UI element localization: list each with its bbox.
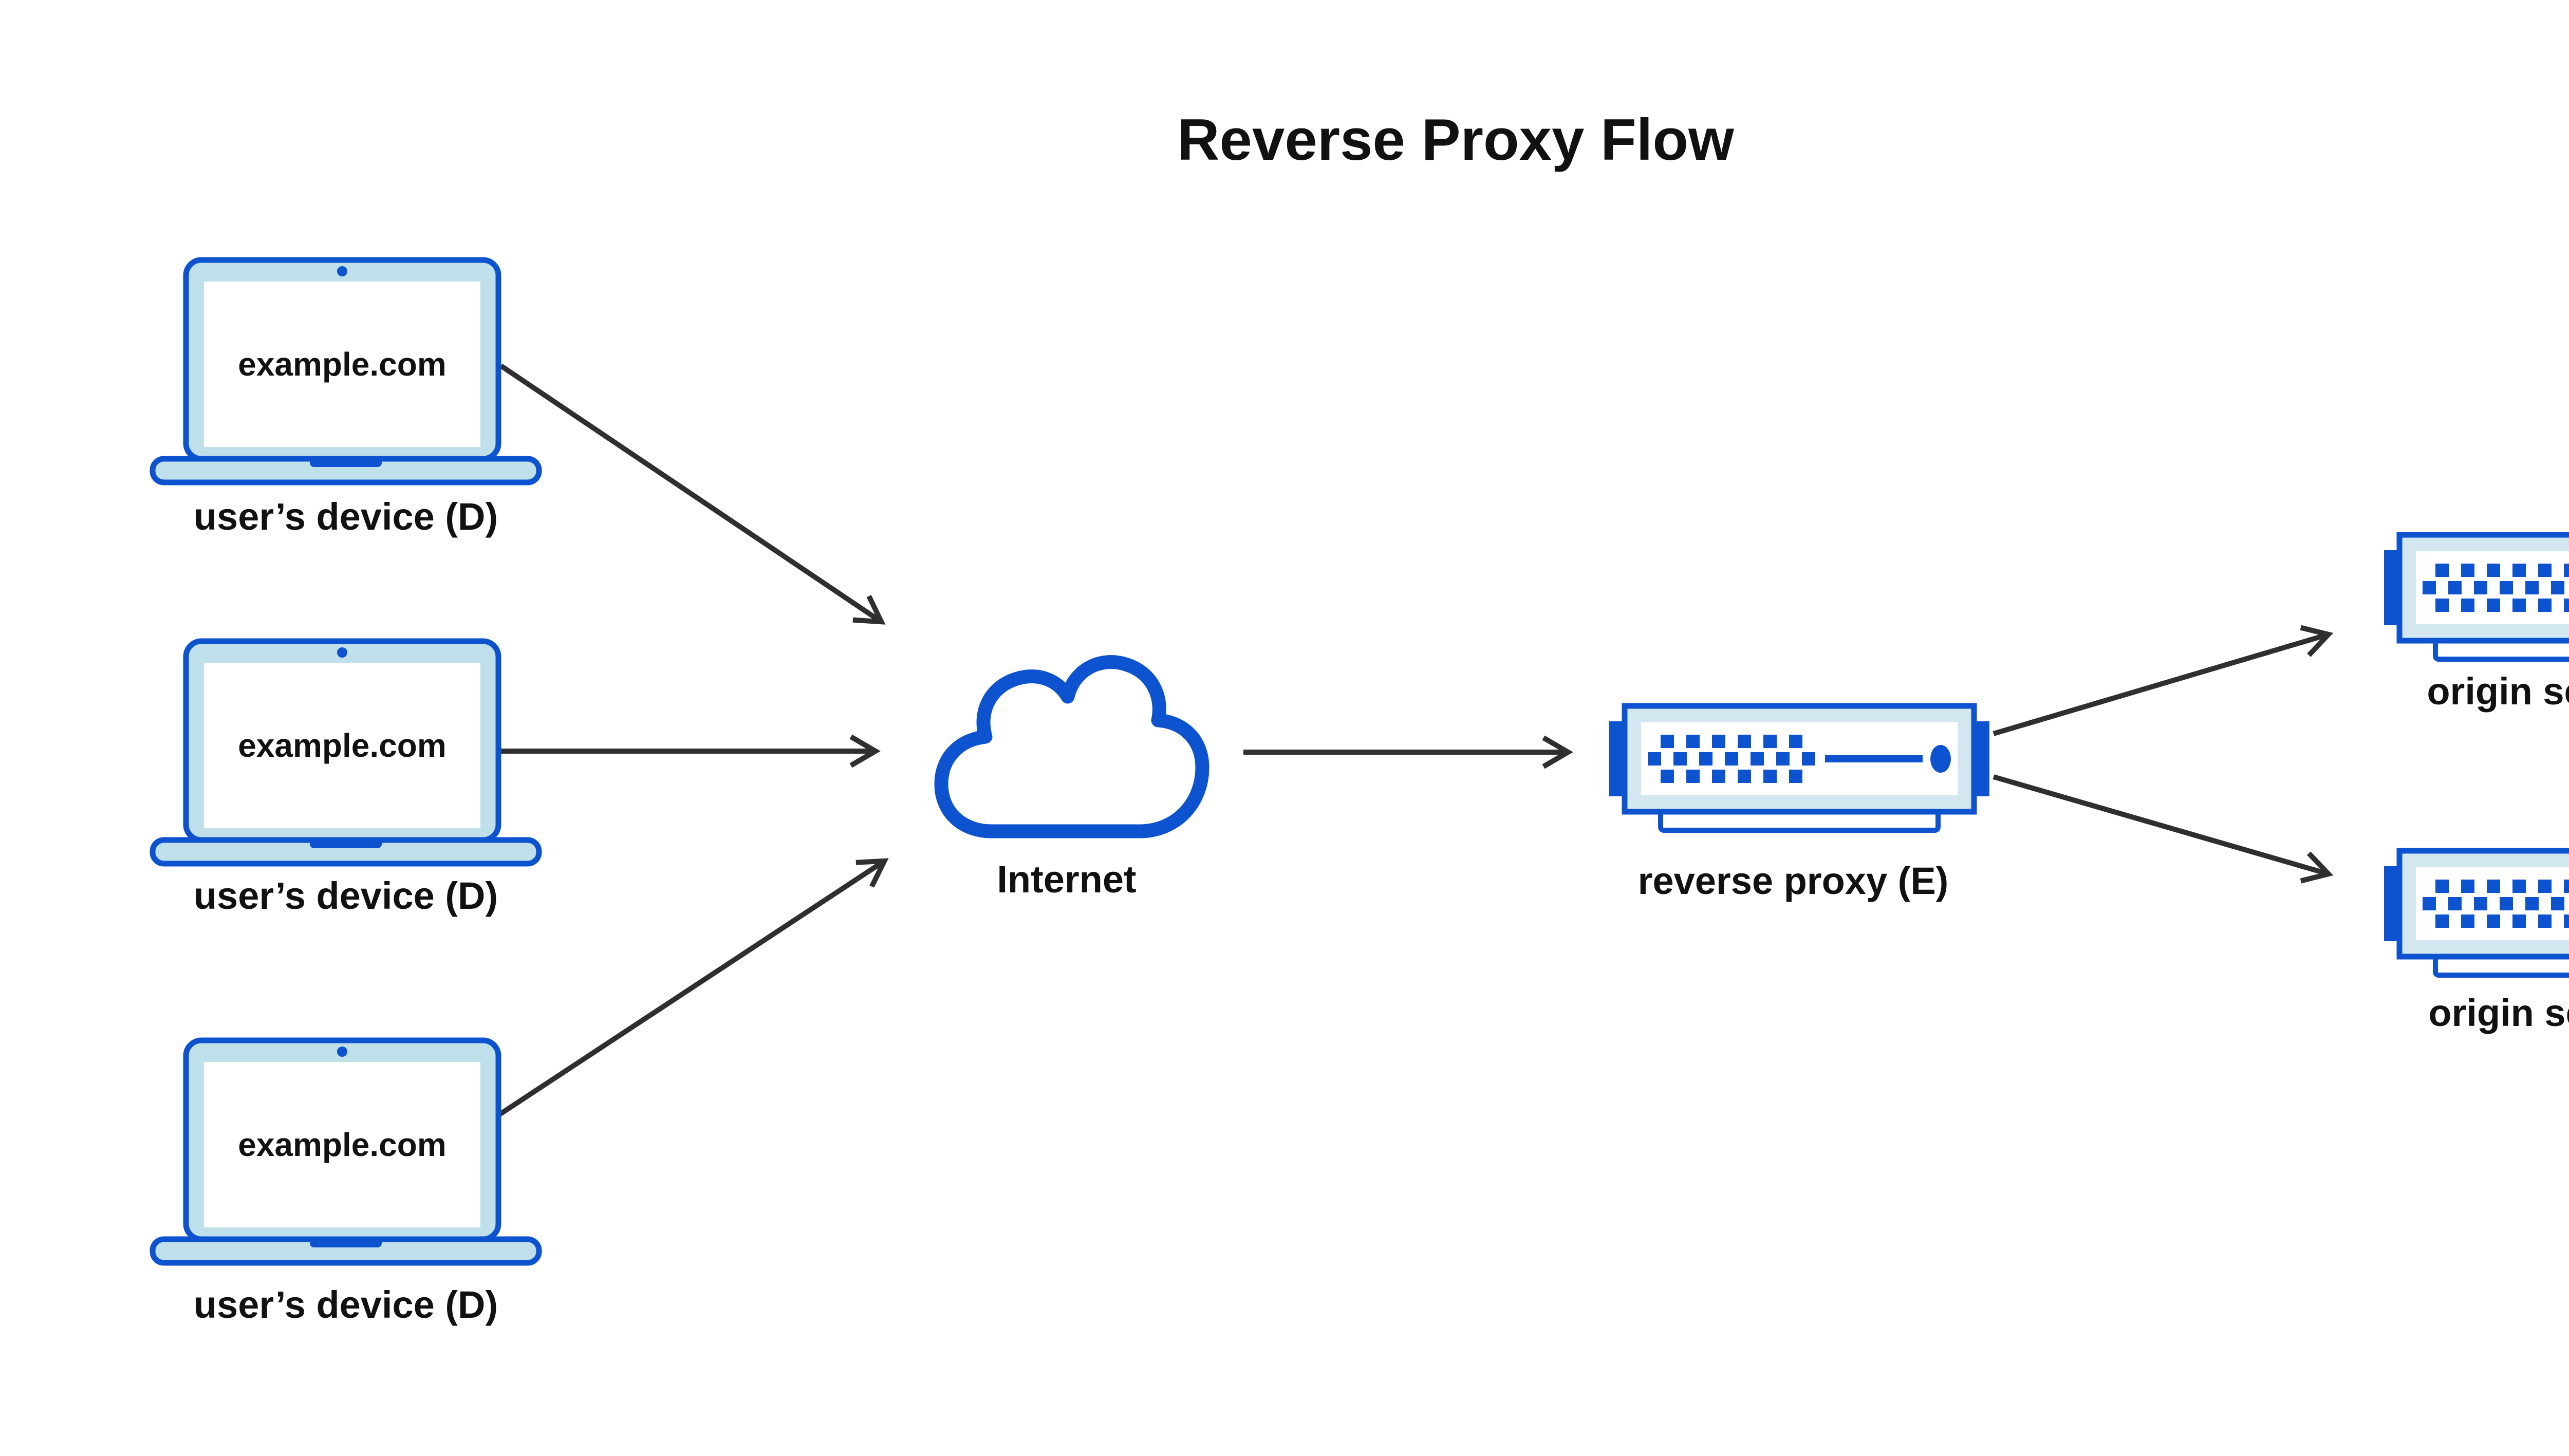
arrow-device1-to-internet (499, 363, 886, 625)
device-label: user’s device (D) (194, 1283, 498, 1326)
node-user-device-1: example.com user’s device (D) (153, 260, 539, 538)
arrow-device3-to-internet (496, 858, 889, 1118)
reverse-proxy-label: reverse proxy (E) (1638, 860, 1949, 902)
diagram-title: Reverse Proxy Flow (1177, 107, 1734, 173)
node-reverse-proxy: reverse proxy (E) (1609, 706, 1989, 902)
node-origin-server-1: origin server (F) (2384, 535, 2569, 713)
server-icon (1609, 706, 1989, 830)
device-label: user’s device (D) (194, 495, 498, 538)
device-screen-text: example.com (238, 727, 446, 764)
node-internet: Internet (941, 662, 1202, 901)
node-origin-server-2: origin server (F) (2384, 851, 2569, 1034)
arrow-proxy-to-origin1 (1993, 625, 2334, 736)
node-user-device-2: example.com user’s device (D) (153, 641, 539, 917)
arrow-proxy-to-origin2 (1993, 774, 2334, 884)
device-screen-text: example.com (238, 1126, 446, 1163)
server-icon (2384, 851, 2569, 975)
device-screen-text: example.com (238, 346, 446, 383)
origin-server-label: origin server (F) (2428, 992, 2569, 1034)
cloud-icon (941, 662, 1202, 831)
node-user-device-3: example.com user’s device (D) (153, 1040, 539, 1326)
device-label: user’s device (D) (194, 874, 498, 917)
origin-server-label: origin server (F) (2427, 670, 2569, 713)
server-icon (2384, 535, 2569, 659)
internet-label: Internet (997, 858, 1136, 901)
